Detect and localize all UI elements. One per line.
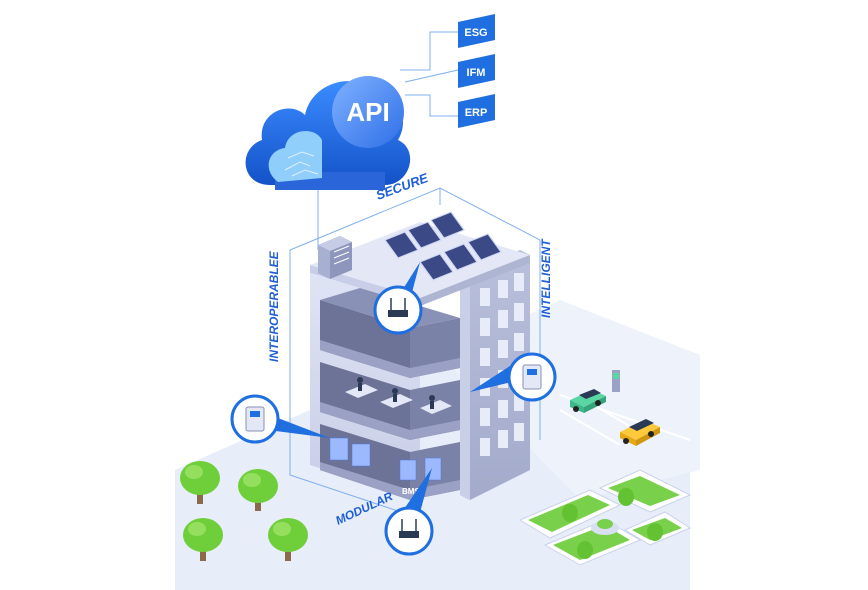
sensor-callout-left xyxy=(230,394,330,444)
office-workers xyxy=(357,377,435,409)
sensor-callout-right xyxy=(470,352,557,402)
ev-charger xyxy=(612,370,620,392)
router-icon xyxy=(388,298,408,317)
tag-ifm-label: IFM xyxy=(467,67,486,79)
green-car xyxy=(570,389,606,413)
tree xyxy=(268,518,308,561)
energy-meter-icon xyxy=(522,364,542,390)
tag-ifm: IFM xyxy=(458,54,495,88)
building: BMS xyxy=(310,222,530,500)
circuit-panel xyxy=(268,130,322,182)
tree xyxy=(183,518,223,561)
label-interoperable: INTEROPERABLEE xyxy=(267,250,281,362)
hvac-unit xyxy=(318,236,352,279)
parking-area xyxy=(570,370,660,446)
router-callout-top xyxy=(373,262,423,335)
label-intelligent: INTELLIGENT xyxy=(539,238,553,318)
integration-tags: ESG IFM ERP xyxy=(458,14,495,128)
floor-2 xyxy=(320,362,460,440)
hvac-grille xyxy=(333,245,350,265)
trees xyxy=(180,461,308,561)
tag-esg: ESG xyxy=(458,14,495,48)
tree xyxy=(180,461,220,504)
api-badge xyxy=(332,76,404,148)
tag-esg-label: ESG xyxy=(464,27,487,39)
tag-erp: ERP xyxy=(458,94,495,128)
garden-plaza xyxy=(518,469,692,566)
floor-3 xyxy=(320,288,460,378)
tree xyxy=(238,469,278,511)
solar-panels xyxy=(384,211,502,281)
yellow-car xyxy=(620,419,660,446)
tag-erp-label: ERP xyxy=(465,107,488,119)
api-label: API xyxy=(346,97,389,127)
api-cloud: API xyxy=(245,76,411,190)
router-callout-bottom xyxy=(384,468,434,556)
router-icon xyxy=(399,519,419,538)
bms-label: BMS xyxy=(402,487,420,496)
energy-meter-icon xyxy=(245,406,265,432)
